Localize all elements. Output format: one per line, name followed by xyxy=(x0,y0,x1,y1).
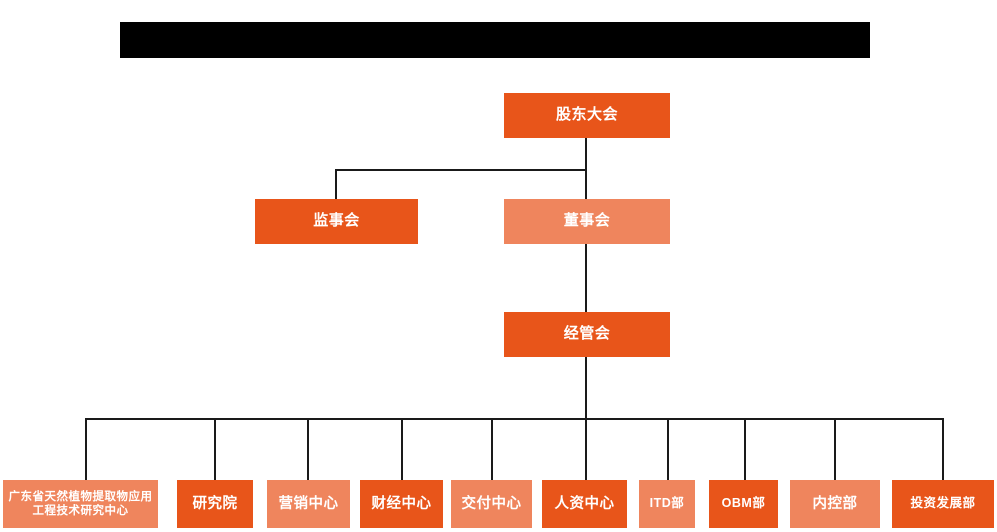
node-dept-finance-center[interactable]: 财经中心 xyxy=(360,480,443,528)
node-label: 股东大会 xyxy=(555,106,618,124)
connector-directors-to-management xyxy=(585,244,587,313)
connector-level1-bus xyxy=(335,169,587,171)
node-label: ITD部 xyxy=(649,496,685,511)
node-label: 研究院 xyxy=(192,495,238,512)
node-label: 财经中心 xyxy=(371,495,432,512)
node-dept-internal-control[interactable]: 内控部 xyxy=(790,480,880,528)
node-dept-investment-development[interactable]: 投资发展部 xyxy=(892,480,994,528)
node-dept-hr-center[interactable]: 人资中心 xyxy=(542,480,627,528)
connector-management-down xyxy=(585,357,587,419)
connector-to-dept-1 xyxy=(85,418,87,481)
node-label: 董事会 xyxy=(563,212,611,230)
node-dept-itd[interactable]: ITD部 xyxy=(639,480,695,528)
node-dept-obm[interactable]: OBM部 xyxy=(709,480,778,528)
node-label: OBM部 xyxy=(721,496,766,511)
node-shareholders-meeting[interactable]: 股东大会 xyxy=(504,93,670,138)
node-board-of-supervisors[interactable]: 监事会 xyxy=(255,199,418,244)
redacted-title-bar xyxy=(120,22,870,58)
node-label: 交付中心 xyxy=(461,495,522,512)
node-management-committee[interactable]: 经管会 xyxy=(504,312,670,357)
connector-to-dept-9 xyxy=(834,418,836,481)
node-dept-delivery-center[interactable]: 交付中心 xyxy=(451,480,532,528)
node-label: 经管会 xyxy=(563,325,611,343)
node-dept-research-institute[interactable]: 研究院 xyxy=(177,480,253,528)
node-dept-guangdong-research-center[interactable]: 广东省天然植物提取物应用工程技术研究中心 xyxy=(3,480,158,528)
connector-to-dept-6 xyxy=(585,418,587,481)
connector-to-dept-8 xyxy=(744,418,746,481)
connector-to-dept-7 xyxy=(667,418,669,481)
node-label: 监事会 xyxy=(313,212,360,230)
connector-to-dept-5 xyxy=(491,418,493,481)
node-label: 投资发展部 xyxy=(910,496,976,511)
connector-departments-bus xyxy=(85,418,944,420)
node-label: 内控部 xyxy=(812,495,858,512)
connector-to-dept-4 xyxy=(401,418,403,481)
node-label: 营销中心 xyxy=(278,495,339,512)
connector-to-directors xyxy=(585,169,587,200)
connector-to-dept-2 xyxy=(214,418,216,481)
connector-shareholders-down xyxy=(585,138,587,170)
node-label: 人资中心 xyxy=(554,495,615,512)
node-board-of-directors[interactable]: 董事会 xyxy=(504,199,670,244)
connector-to-dept-3 xyxy=(307,418,309,481)
connector-to-dept-10 xyxy=(942,418,944,481)
node-dept-marketing-center[interactable]: 营销中心 xyxy=(267,480,350,528)
connector-to-supervisors xyxy=(335,169,337,200)
node-label: 广东省天然植物提取物应用工程技术研究中心 xyxy=(8,490,153,517)
